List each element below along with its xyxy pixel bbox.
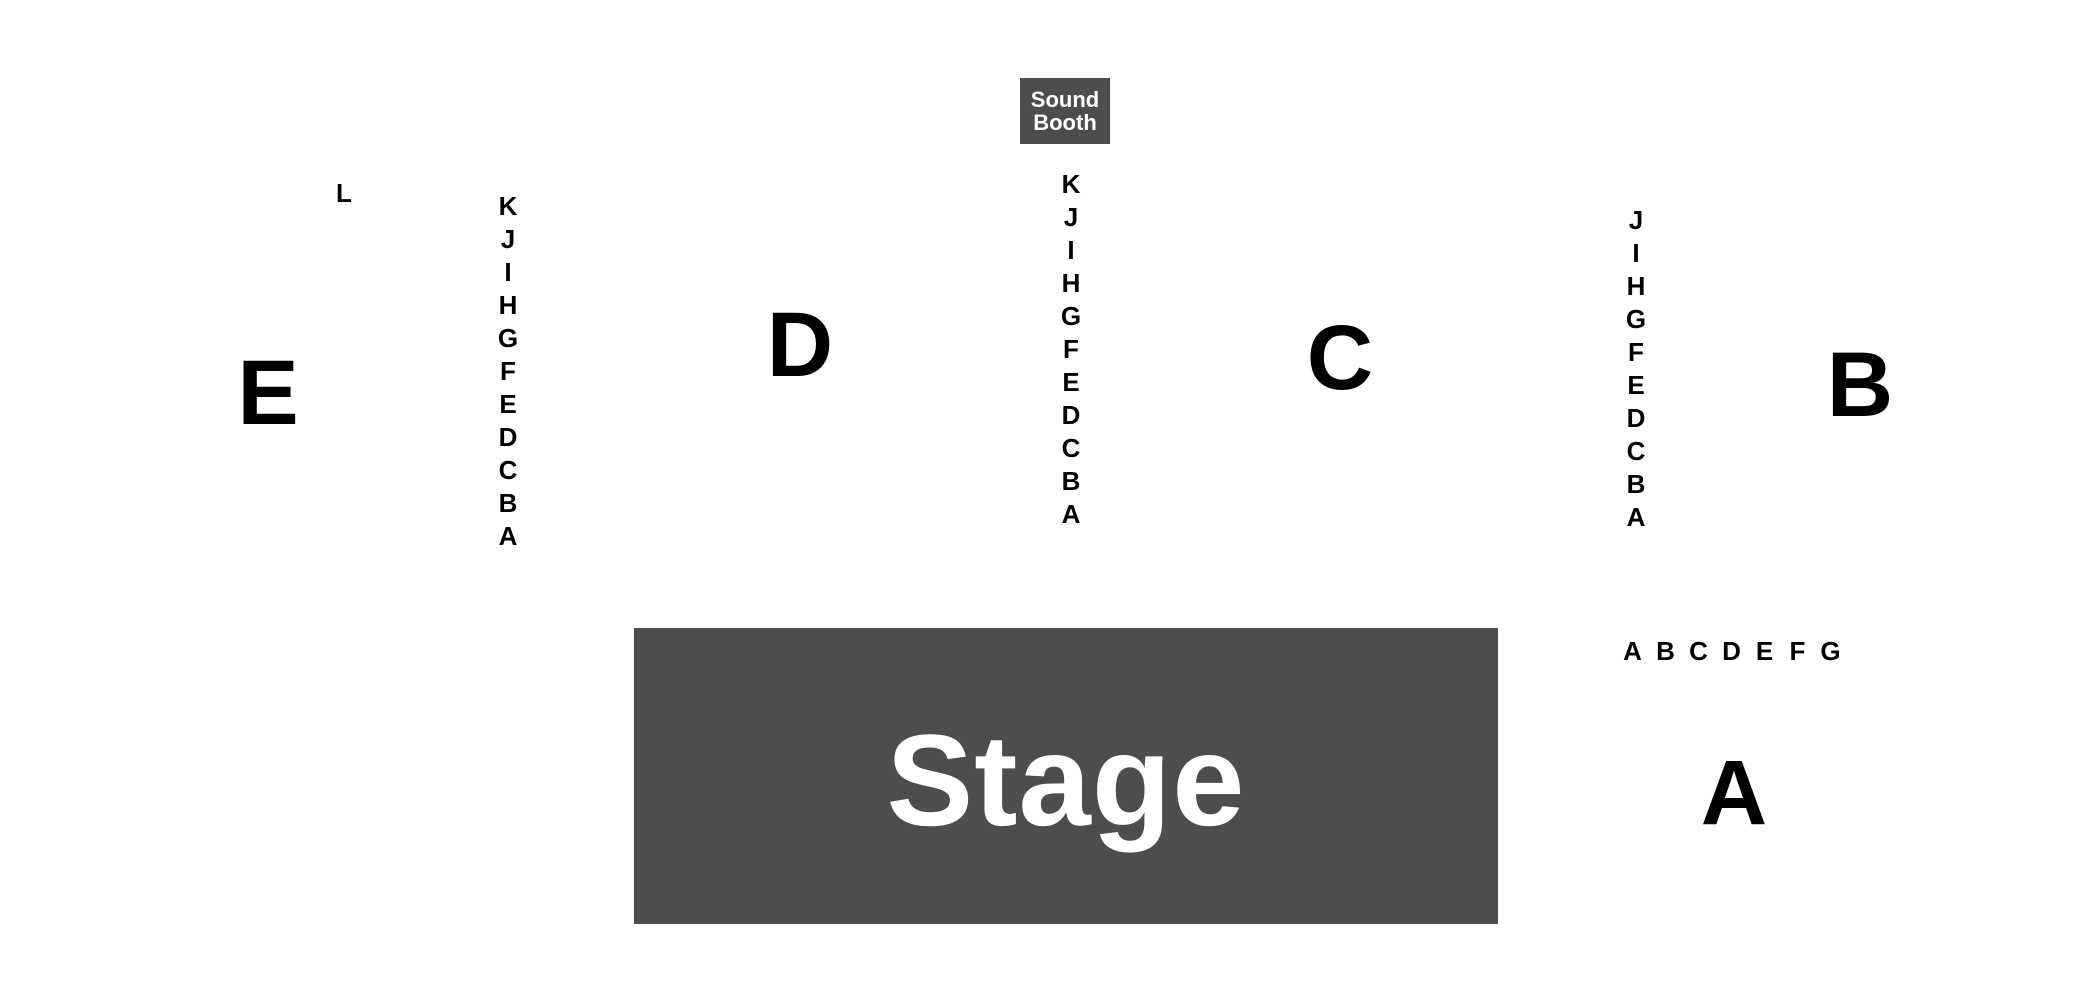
row-label: I (1067, 235, 1075, 265)
row-labels-d-c-aisle: K J I H G F E D C B A (1061, 168, 1081, 531)
row-label: I (1632, 238, 1640, 268)
row-label: G (1820, 636, 1841, 666)
row-label: F (1789, 636, 1806, 666)
row-label: D (1061, 400, 1081, 430)
row-label: A (1626, 502, 1646, 532)
row-label: C (498, 455, 518, 485)
row-label: K (498, 191, 518, 221)
stage-label: Stage (886, 707, 1246, 853)
row-label: D (498, 422, 518, 452)
row-label: C (1061, 433, 1081, 463)
row-label: K (1061, 169, 1081, 199)
row-label: J (1628, 205, 1644, 235)
row-label: B (1061, 466, 1081, 496)
row-label: F (1063, 334, 1079, 364)
row-label: G (497, 323, 519, 353)
sound-booth-label-line1: Sound (1030, 87, 1100, 112)
row-label: I (504, 257, 512, 287)
row-label: E (1755, 636, 1774, 666)
row-label: B (1626, 469, 1646, 499)
section-d-label[interactable]: D (766, 294, 834, 396)
row-label: H (498, 290, 518, 320)
row-label: C (1626, 436, 1646, 466)
sound-booth: Sound Booth (1020, 78, 1110, 144)
row-label-l: L (336, 178, 352, 208)
row-label: J (500, 224, 516, 254)
row-label: H (1061, 268, 1081, 298)
section-a-label[interactable]: A (1700, 742, 1768, 844)
row-labels-e-d-aisle: K J I H G F E D C B A (498, 190, 518, 553)
row-labels-section-a: A B C D E F G (1616, 638, 1847, 664)
row-label: E (1062, 367, 1080, 397)
section-b-label[interactable]: B (1826, 334, 1894, 436)
row-label: A (1061, 499, 1081, 529)
row-label: C (1689, 636, 1708, 666)
row-label: A (1623, 636, 1642, 666)
row-label: F (500, 356, 516, 386)
row-label: E (1627, 370, 1645, 400)
row-label: B (498, 488, 518, 518)
row-label: D (1722, 636, 1741, 666)
section-e-label[interactable]: E (237, 342, 299, 444)
row-labels-c-b-aisle: J I H G F E D C B A (1626, 204, 1646, 534)
row-label: D (1626, 403, 1646, 433)
sound-booth-label-line2: Booth (1033, 110, 1097, 135)
section-c-label[interactable]: C (1306, 307, 1374, 409)
row-label: E (499, 389, 517, 419)
row-label: B (1656, 636, 1675, 666)
row-label: G (1625, 304, 1647, 334)
row-label: H (1626, 271, 1646, 301)
row-label: G (1060, 301, 1082, 331)
row-label: F (1628, 337, 1644, 367)
row-label: J (1063, 202, 1079, 232)
stage: Stage (634, 628, 1498, 924)
row-label: A (498, 521, 518, 551)
